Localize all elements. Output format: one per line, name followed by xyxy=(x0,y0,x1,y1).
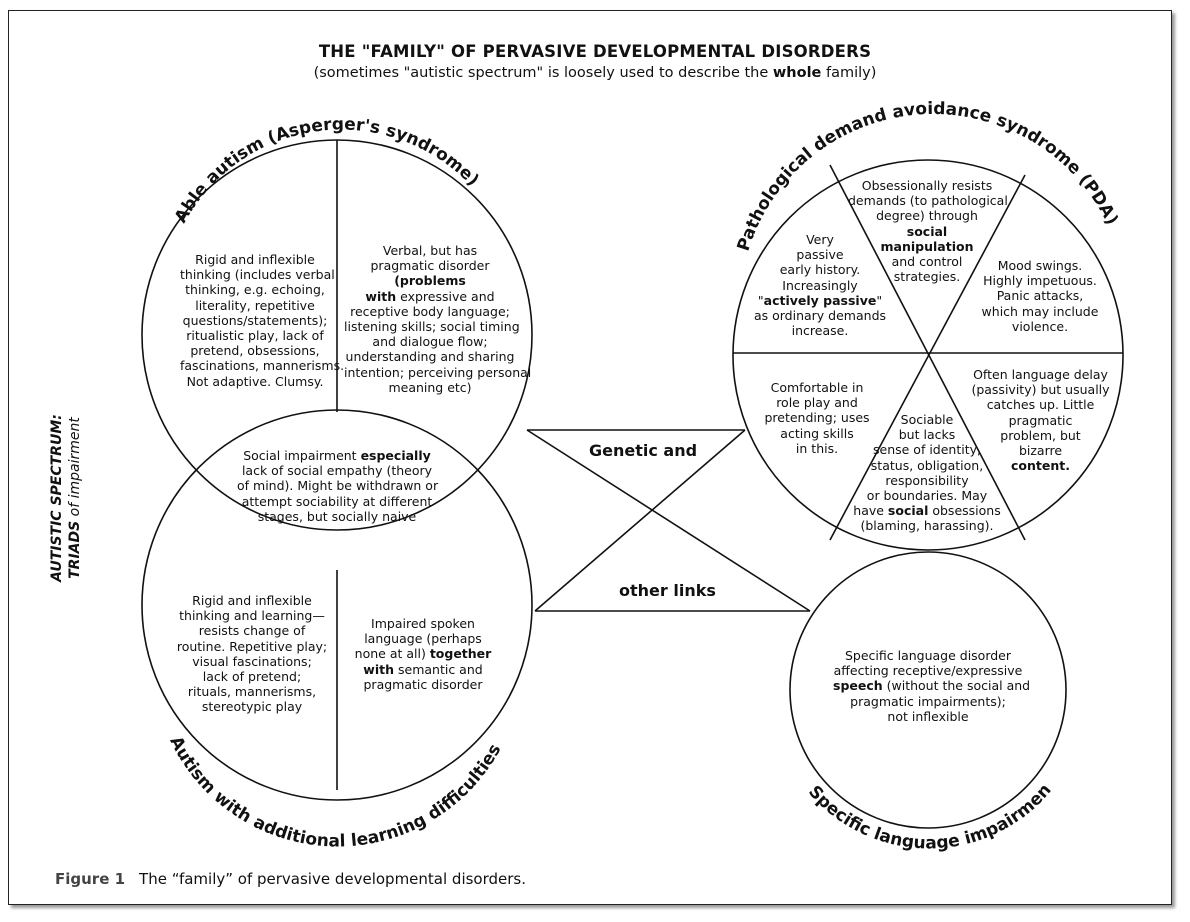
page-title: THE "FAMILY" OF PERVASIVE DEVELOPMENTAL … xyxy=(318,42,872,61)
link-line-diag2 xyxy=(534,429,746,612)
link-label-top: Genetic and xyxy=(589,441,698,460)
learning-label: Autism with additional learning difficul… xyxy=(165,733,505,851)
side-label-line1: AUTISTIC SPECTRUM: xyxy=(49,414,65,582)
side-label-line2: TRIADS of impairment xyxy=(67,417,83,579)
pda-right-text: Mood swings.Highly impetuous.Panic attac… xyxy=(981,258,1099,334)
asperger-right-text: Verbal, but has pragmatic disorder (prob… xyxy=(344,243,532,395)
page-subtitle: (sometimes "autistic spectrum" is loosel… xyxy=(313,65,877,81)
pda-circle xyxy=(732,159,1124,551)
pda-lower-right-text: Often language delay(passivity) but usua… xyxy=(971,367,1110,474)
link-label-bottom: other links xyxy=(619,581,716,600)
sli-circle xyxy=(789,551,1067,829)
figure-frame xyxy=(8,10,1172,905)
pda-divider-diag1 xyxy=(829,164,1026,541)
asperger-label: Able autism (Asperger's syndrome) xyxy=(171,115,483,227)
social-impairment-text: Social impairment especially lack of soc… xyxy=(237,448,439,524)
link-line-diag1 xyxy=(526,429,811,612)
pda-divider-diag2 xyxy=(829,174,1026,541)
side-label: AUTISTIC SPECTRUM: TRIADS of impairment xyxy=(36,400,96,600)
